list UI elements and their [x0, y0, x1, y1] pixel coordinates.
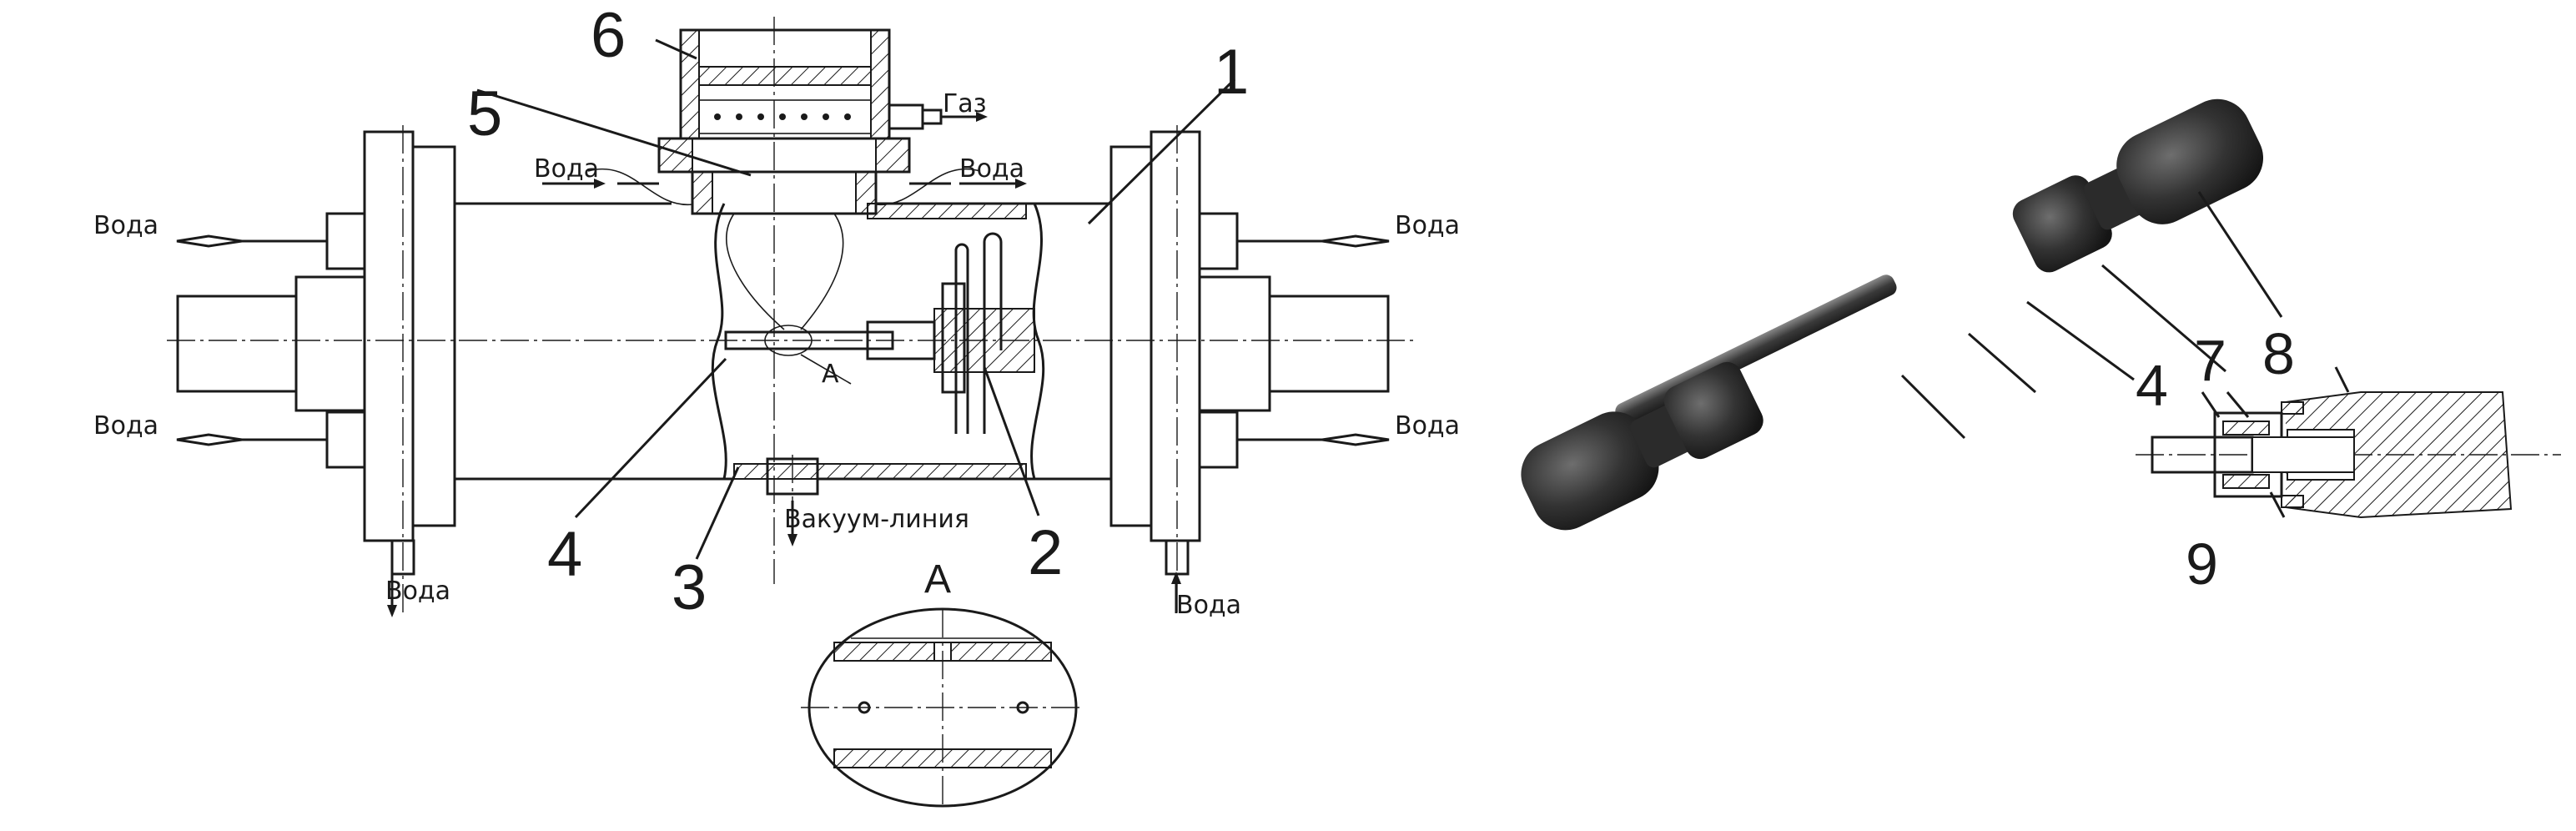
section-drawing	[2136, 366, 2561, 519]
label-water-top-right: Вода	[959, 154, 1024, 184]
label-8: 8	[2262, 321, 2295, 386]
label-vacuum: Вакуум-линия	[784, 505, 969, 534]
label-7: 7	[2194, 328, 2226, 393]
label-3: 3	[672, 552, 707, 623]
detail-a: A	[801, 557, 1084, 808]
chamber-drawing: 1 2 3 4 5 6 A Газ Вода Вода Вода Вода Во…	[93, 0, 1460, 808]
leader-3	[695, 466, 740, 560]
photo-right-end	[2012, 98, 2264, 273]
label-5: 5	[467, 78, 502, 149]
tube-body	[455, 202, 1111, 501]
sample-rod	[724, 232, 1035, 434]
sample-photo: 8 7 4 9	[1521, 98, 2561, 597]
label-water-bottom-right: Вода	[1176, 591, 1241, 620]
leader-1	[1087, 78, 1236, 225]
leader-5	[476, 88, 752, 177]
gas-holes	[714, 113, 851, 120]
water-nozzles-left	[176, 234, 327, 446]
right-flange	[1109, 125, 1390, 617]
label-2: 2	[1028, 517, 1063, 588]
photo-leader-4-c	[1900, 374, 1966, 440]
label-water-right-upper: Вода	[1395, 211, 1460, 240]
label-4-photo: 4	[2136, 353, 2168, 418]
label-water-bottom-left: Вода	[385, 577, 450, 606]
left-flange	[176, 125, 456, 617]
label-9: 9	[2186, 531, 2218, 597]
label-1: 1	[1214, 37, 1249, 108]
label-a-ref: A	[822, 360, 839, 389]
label-4: 4	[547, 519, 582, 590]
leader-a	[800, 354, 852, 385]
photo-leader-8	[2197, 191, 2283, 318]
photo-leader-4-b	[1968, 332, 2036, 394]
label-gas: Газ	[943, 89, 987, 118]
leader-2	[983, 366, 1040, 516]
label-water-top-left: Вода	[534, 154, 599, 184]
label-water-left-upper: Вода	[93, 211, 158, 240]
label-6: 6	[591, 0, 626, 71]
gas-block	[679, 28, 988, 140]
water-nozzles-right	[1237, 234, 1390, 446]
label-water-left-lower: Вода	[93, 411, 158, 441]
photo-leader-7	[2101, 264, 2226, 373]
label-water-right-lower: Вода	[1395, 411, 1460, 441]
photo-left-end	[1521, 361, 1763, 531]
leader-4	[574, 357, 727, 519]
detail-a-title: A	[924, 557, 951, 602]
leader-6	[655, 38, 697, 60]
window-assembly	[587, 137, 981, 330]
photo-leader-4-a	[2026, 300, 2135, 381]
